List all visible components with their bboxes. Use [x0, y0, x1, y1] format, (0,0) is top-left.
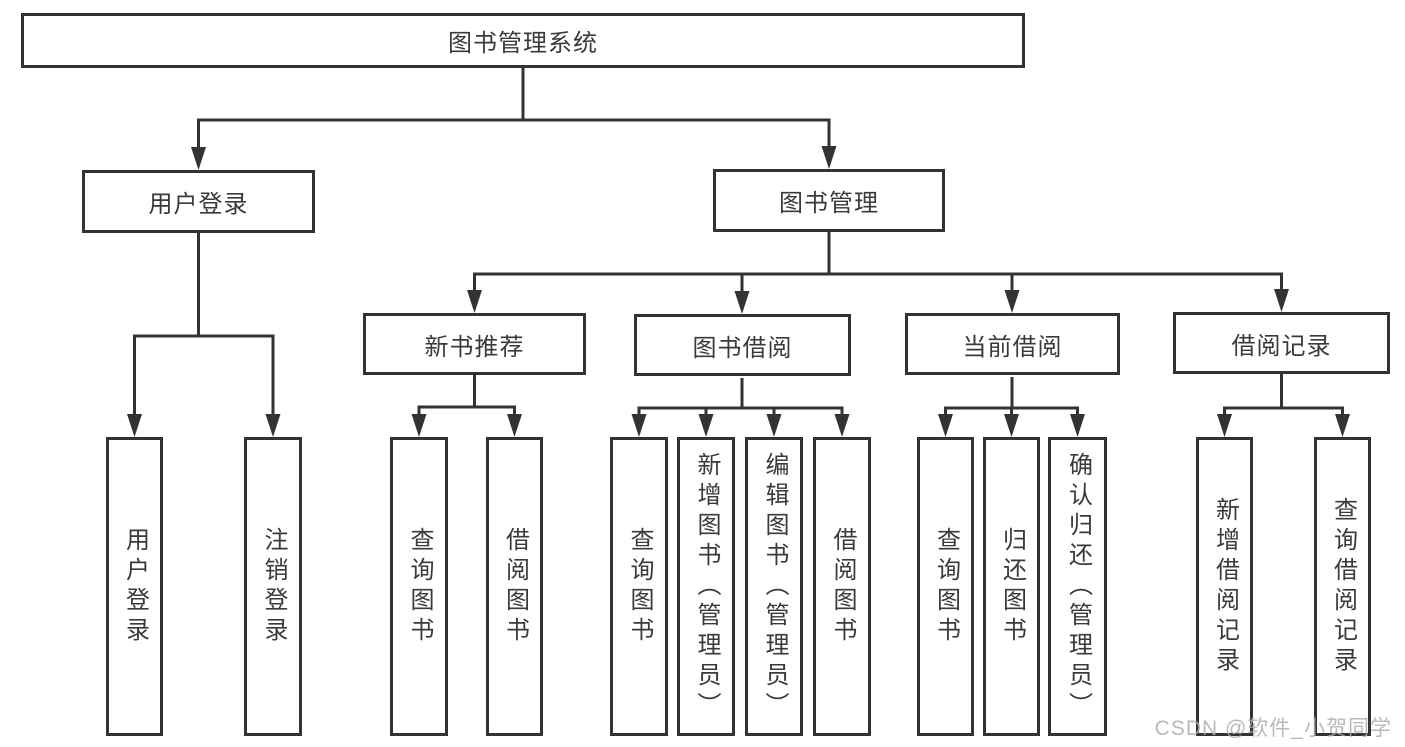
node-library-management-system: 图书管理系统 — [21, 13, 1025, 68]
leaf-query-borrow-record: 查询借阅记录 — [1314, 437, 1371, 736]
leaf-confirm-return-admin: 确认归还（管理员） — [1048, 437, 1107, 736]
leaf-query-books-recommend: 查询图书 — [390, 437, 448, 736]
leaf-borrow-books: 借阅图书 — [813, 437, 871, 736]
leaf-edit-books-admin: 编辑图书（管理员） — [745, 437, 803, 736]
node-borrowing-records: 借阅记录 — [1173, 312, 1390, 374]
node-user-login: 用户登录 — [82, 170, 315, 233]
csdn-watermark: CSDN @软件_小贺同学 — [1154, 717, 1392, 740]
leaf-return-books: 归还图书 — [983, 437, 1040, 736]
leaf-borrow-books-recommend: 借阅图书 — [486, 437, 543, 736]
leaf-logout: 注销登录 — [244, 437, 302, 736]
arrowheads — [127, 146, 1350, 437]
leaf-query-books-borrow: 查询图书 — [610, 437, 668, 736]
leaf-add-books-admin: 新增图书（管理员） — [677, 437, 735, 736]
node-book-management: 图书管理 — [713, 169, 945, 232]
node-book-borrowing: 图书借阅 — [634, 314, 851, 376]
leaf-add-borrow-record: 新增借阅记录 — [1196, 437, 1253, 736]
leaf-query-books-current: 查询图书 — [917, 437, 974, 736]
leaf-user-login: 用户登录 — [106, 437, 163, 736]
node-current-borrowing: 当前借阅 — [905, 313, 1120, 375]
node-new-book-recommendation: 新书推荐 — [363, 313, 586, 375]
